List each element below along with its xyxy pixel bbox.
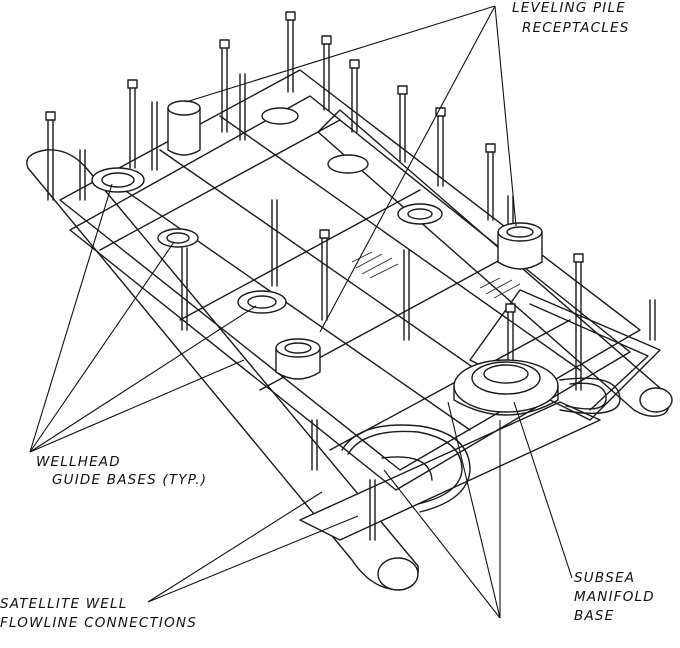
- label-manifold-line3: BASE: [574, 608, 614, 624]
- leader-lines: [29, 5, 573, 619]
- manifold-structure: [26, 69, 673, 591]
- label-satellite-line1: SATELLITE WELL: [0, 596, 127, 612]
- flowline-loops: [341, 424, 471, 513]
- label-manifold-line2: MANIFOLD: [574, 589, 655, 605]
- diagram-labels: LEVELING PILE RECEPTACLES WELLHEAD GUIDE…: [0, 0, 655, 631]
- guide-posts: [45, 11, 656, 541]
- label-leveling-pile-line2: RECEPTACLES: [522, 20, 630, 36]
- manifold-assembly: [453, 359, 621, 416]
- label-manifold-line1: SUBSEA: [574, 570, 635, 586]
- leveling-pile-receptacles: [167, 100, 543, 380]
- label-satellite-line2: FLOWLINE CONNECTIONS: [0, 615, 197, 631]
- label-leveling-pile-line1: LEVELING PILE: [512, 0, 626, 16]
- label-wellhead-line1: WELLHEAD: [36, 454, 121, 470]
- label-wellhead-line2: GUIDE BASES (TYP.): [52, 472, 207, 488]
- wellhead-guide-bases: [91, 107, 443, 314]
